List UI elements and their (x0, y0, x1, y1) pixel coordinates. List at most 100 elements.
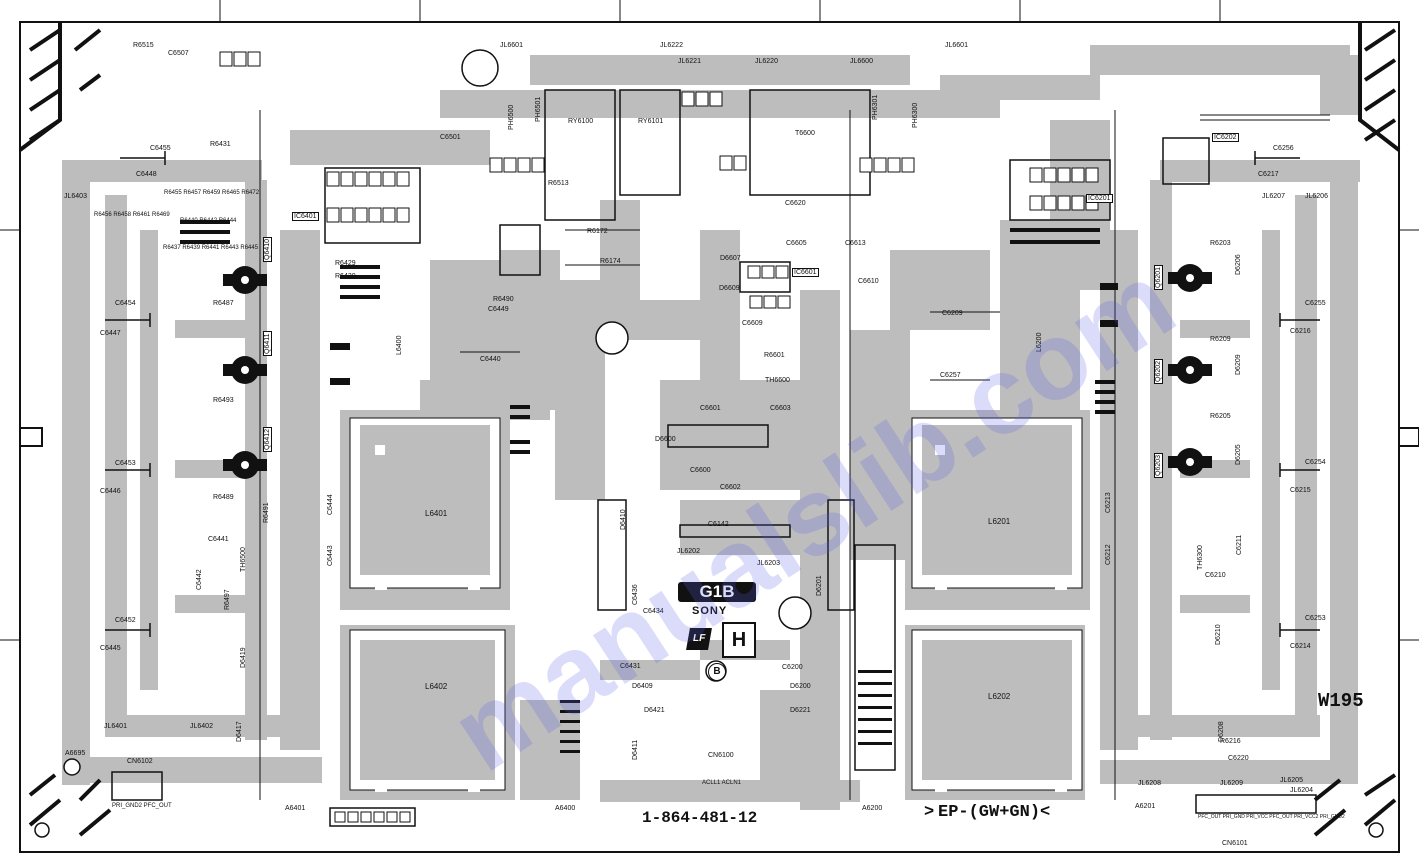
jumper-label: JL6204 (1290, 787, 1313, 794)
testpoint-label: A6201 (1135, 803, 1156, 810)
inductor-label: L6401 (425, 509, 448, 518)
jumper-label: JL6205 (1280, 777, 1303, 784)
mounting-holes (34, 49, 1384, 838)
capacitor-label: C6257 (940, 372, 961, 379)
capacitor-label: C6454 (115, 300, 136, 307)
photocoupler-label: PH6500 (508, 104, 515, 130)
capacitor-label: C6440 (480, 356, 501, 363)
capacitor-label: C6603 (770, 405, 791, 412)
board-name: EP-(GW+GN)< (938, 803, 1051, 822)
resistor-label: R6430 (335, 273, 356, 280)
pad-grids (219, 51, 1099, 823)
diode-label: D6417 (236, 721, 243, 742)
diode-label: D6206 (1235, 254, 1242, 275)
capacitor-label: C6605 (786, 240, 807, 247)
transistor-label: Q6201 (1154, 264, 1163, 290)
testpoint-label: A6695 (65, 750, 86, 757)
jumper-label: JL6222 (660, 42, 683, 49)
diode-label: D6209 (1235, 354, 1242, 375)
inductor-label: L6200 (1036, 332, 1043, 352)
part-number: 1-864-481-12 (642, 809, 758, 827)
board-prefix: > (924, 803, 935, 822)
ic-label: IC6201 (1086, 194, 1113, 203)
inductor-label: L6402 (425, 682, 448, 691)
resistor-label: R6209 (1210, 336, 1231, 343)
resistor-label: R6601 (764, 352, 785, 359)
hf-mark-icon: H (722, 622, 756, 658)
jumper-label: JL6209 (1220, 780, 1243, 787)
b-mark-icon: B (708, 663, 726, 681)
capacitor-label: C6441 (208, 536, 229, 543)
jumper-label: JL6220 (755, 58, 778, 65)
capacitor-label: C6200 (782, 664, 803, 671)
capacitor-label: C6217 (1258, 171, 1279, 178)
capacitor-label: C6455 (150, 145, 171, 152)
connector-pins: PFC_OUT PRI_GND PRI_VCC PFC_OUT PRI_VCC2… (1198, 814, 1345, 820)
diode-label: D6200 (790, 683, 811, 690)
capacitor-label: C6212 (1105, 544, 1112, 565)
connector-label: CN6100 (708, 752, 734, 759)
model-code: W195 (1318, 690, 1364, 712)
capacitor-label: C6209 (942, 310, 963, 317)
photocoupler-label: PH6301 (872, 94, 879, 120)
testpoint-label: A6401 (285, 805, 306, 812)
resistor-label: R6491 (263, 502, 270, 523)
lf-mark-icon: LF (686, 628, 712, 650)
capacitor-label: C6601 (700, 405, 721, 412)
capacitor-label: C6436 (632, 584, 639, 605)
diode-label: D6221 (790, 707, 811, 714)
ic-label: IC6401 (292, 212, 319, 221)
jumper-label: JL6202 (677, 548, 700, 555)
jumper-label: JL6221 (678, 58, 701, 65)
capacitor-label: C6255 (1305, 300, 1326, 307)
capacitor-label: C6613 (845, 240, 866, 247)
jumper-label: JL6601 (500, 42, 523, 49)
thin-traces (259, 110, 1330, 800)
relay-label: RY6101 (638, 118, 664, 125)
jumper-label: JL6206 (1305, 193, 1328, 200)
resistor-label: R6489 (213, 494, 234, 501)
diode-label: D6411 (632, 739, 639, 760)
capacitor-label: C6620 (785, 200, 806, 207)
transistor-label: Q6202 (1154, 358, 1163, 384)
power-transistors (223, 264, 1212, 479)
resistor-label: R6515 (133, 42, 154, 49)
photocoupler-label: PH6300 (912, 102, 919, 128)
transistor-label: Q6411 (263, 331, 272, 356)
diode-label: D6419 (240, 647, 247, 668)
resistor-label: R6174 (600, 258, 621, 265)
capacitor-label: C6448 (136, 171, 157, 178)
capacitor-label: C6602 (720, 484, 741, 491)
connector-pins: ACLL1 ACLN1 (702, 780, 742, 786)
capacitor-label: C6445 (100, 645, 121, 652)
connector-pins: PRI_GND2 PFC_OUT (112, 803, 172, 809)
jumper-label: JL6401 (104, 723, 127, 730)
testpoint-label: A6400 (555, 805, 576, 812)
diode-label: D6409 (632, 683, 653, 690)
capacitor-label: C6610 (858, 278, 879, 285)
brand-name: SONY (692, 605, 728, 617)
inductor-label: L6400 (396, 335, 403, 355)
jumper-label: JL6208 (1138, 780, 1161, 787)
capacitor-label: C6444 (327, 494, 334, 515)
resistor-label: R6497 (224, 589, 231, 610)
jumper-label: JL6402 (190, 723, 213, 730)
connector-label: CN6101 (1222, 840, 1248, 847)
capacitor-label: C6447 (100, 330, 121, 337)
capacitor-label: C6452 (115, 617, 136, 624)
capacitor-label: C6449 (488, 306, 509, 313)
heatsink-holes (375, 445, 1067, 792)
capacitor-label: C6142 (708, 521, 729, 528)
jumper-label: JL6600 (850, 58, 873, 65)
capacitor-label: C6216 (1290, 328, 1311, 335)
frame-ticks (0, 0, 1419, 641)
jumper-label: JL6403 (64, 193, 87, 200)
board-logo: G1B (678, 582, 756, 602)
resistor-row: R6440 R6442 R6444 (180, 218, 237, 224)
diode-label: D6410 (620, 509, 627, 530)
transistor-label: Q6410 (263, 236, 272, 262)
resistor-label: R6513 (548, 180, 569, 187)
capacitor-label: C6214 (1290, 643, 1311, 650)
